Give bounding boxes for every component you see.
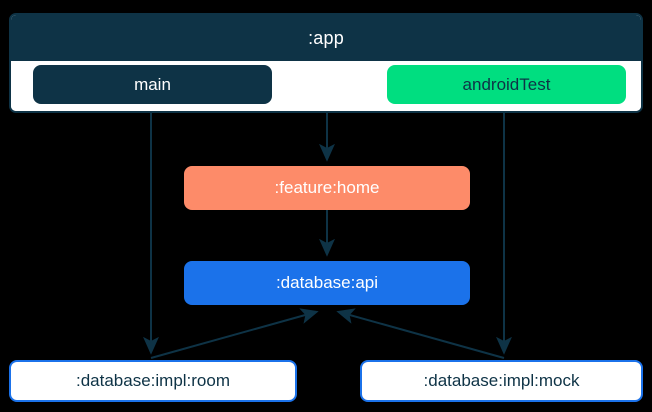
node-database-impl-mock[interactable]: :database:impl:mock [360,360,643,402]
subgraph-app-body: main androidTest [11,61,641,111]
node-androidtest-label: androidTest [462,74,551,94]
edge-database-impl-mock-to-database-api [336,308,505,359]
edge-database-impl-room-to-database-api [150,308,319,359]
node-database-impl-room-label: :database:impl:room [75,371,231,390]
node-main[interactable]: main [33,65,272,104]
node-database-impl-room[interactable]: :database:impl:room [9,360,297,402]
node-main-label: main [134,74,171,94]
node-database-api[interactable]: :database:api [184,261,470,305]
node-feature-home[interactable]: :feature:home [184,166,470,210]
subgraph-app[interactable]: :app main androidTest [9,13,643,113]
node-androidtest[interactable]: androidTest [387,65,626,104]
node-database-impl-mock-label: :database:impl:mock [423,371,580,390]
node-feature-home-label: :feature:home [274,178,380,197]
node-database-api-label: :database:api [275,273,379,292]
subgraph-app-title: :app [11,15,641,61]
